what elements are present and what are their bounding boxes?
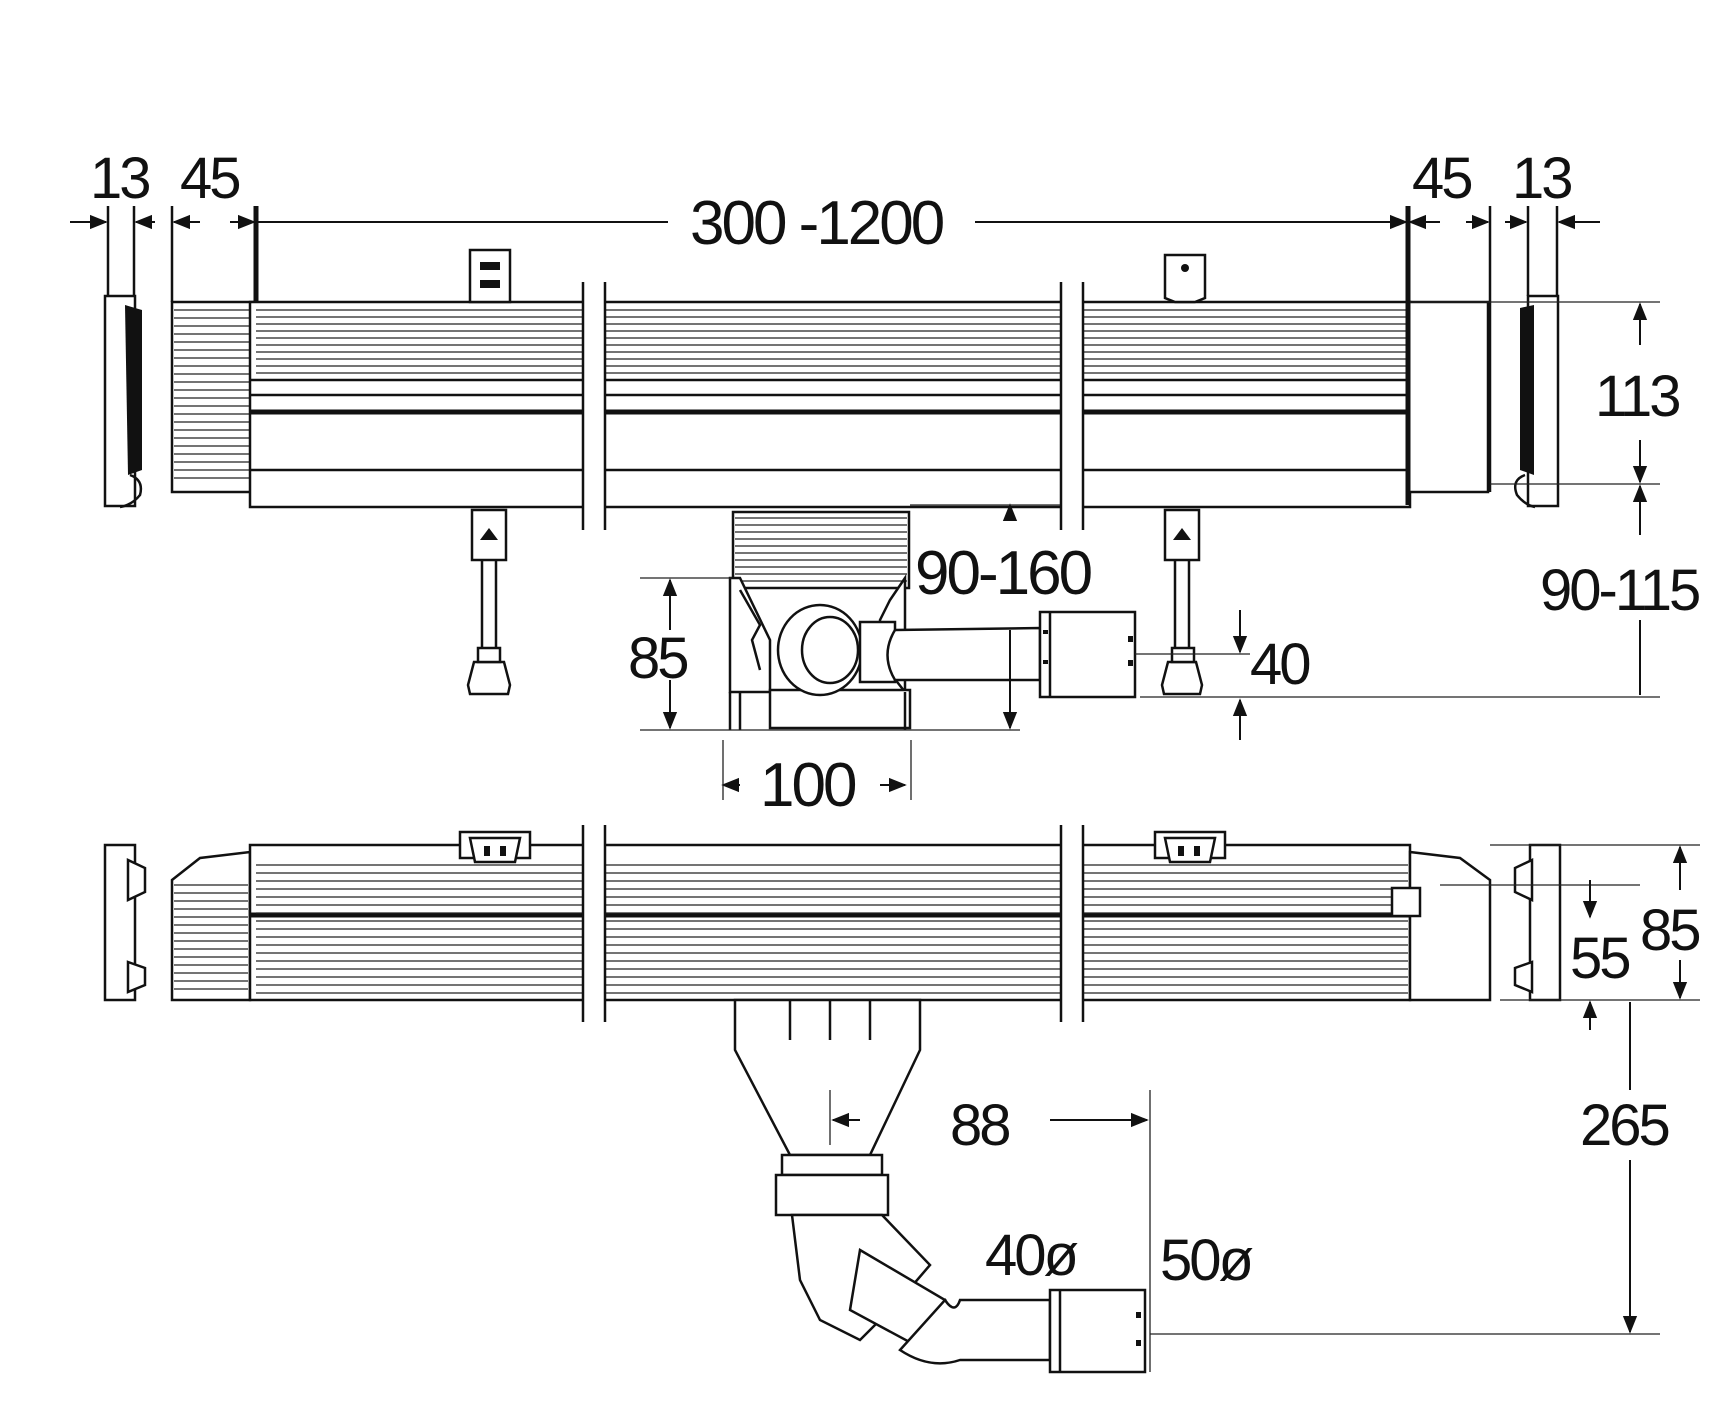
channel-body-bottom: [248, 825, 1412, 1025]
dimension-lines-bottom: [829, 844, 1700, 1372]
right-end-cap: [1514, 206, 1560, 509]
left-end-cap-bottom: [103, 843, 147, 1002]
adjustable-foot-left: [466, 508, 512, 696]
dim-inner-height: 55: [1570, 926, 1629, 991]
outlet-assembly: [728, 510, 1137, 730]
left-end-cap: [103, 206, 143, 509]
dim-flange-right: 45: [1412, 146, 1471, 211]
dim-channel-height-top: 113: [1595, 364, 1679, 429]
dim-channel-height-bottom: 85: [1640, 898, 1699, 963]
dimension-lines-top: [70, 214, 1660, 800]
dim-trap-offset: 88: [950, 1093, 1009, 1158]
channel-body-top: [248, 278, 1412, 533]
dim-outlet-adjust: 90-160: [915, 539, 1092, 608]
dim-end-cap-left: 13: [90, 146, 149, 211]
right-flange-bottom: [1390, 850, 1492, 1002]
dim-length-range: 300 -1200: [690, 189, 944, 258]
mounting-bracket-top-right: [1163, 253, 1207, 304]
right-flange: [1405, 206, 1492, 505]
dim-pipe-dia-large: 50ø: [1160, 1228, 1254, 1293]
dim-trap-depth: 265: [1580, 1093, 1669, 1158]
left-flange-bottom: [170, 850, 280, 1002]
bottom-elevation-view: 85 55 265 88 40ø 50ø: [103, 825, 1702, 1374]
adjustable-foot-right: [1160, 508, 1204, 696]
drain-trap: [733, 998, 1147, 1374]
left-flange: [170, 206, 259, 505]
dim-pipe-dia-small: 40ø: [985, 1223, 1079, 1288]
dim-adjust-range-top: 90-115: [1540, 558, 1699, 623]
mounting-bracket-top-left: [468, 248, 512, 304]
right-end-cap-bottom: [1513, 843, 1562, 1002]
dim-pipe-height: 40: [1250, 632, 1309, 697]
dim-outlet-height: 85: [628, 626, 687, 691]
dim-flange-left: 45: [180, 146, 239, 211]
top-elevation-view: 13 45 300 -1200 45 13 113 90-115 90-160 …: [70, 146, 1702, 820]
dim-end-cap-right: 13: [1512, 146, 1571, 211]
dim-outlet-width: 100: [760, 751, 856, 820]
